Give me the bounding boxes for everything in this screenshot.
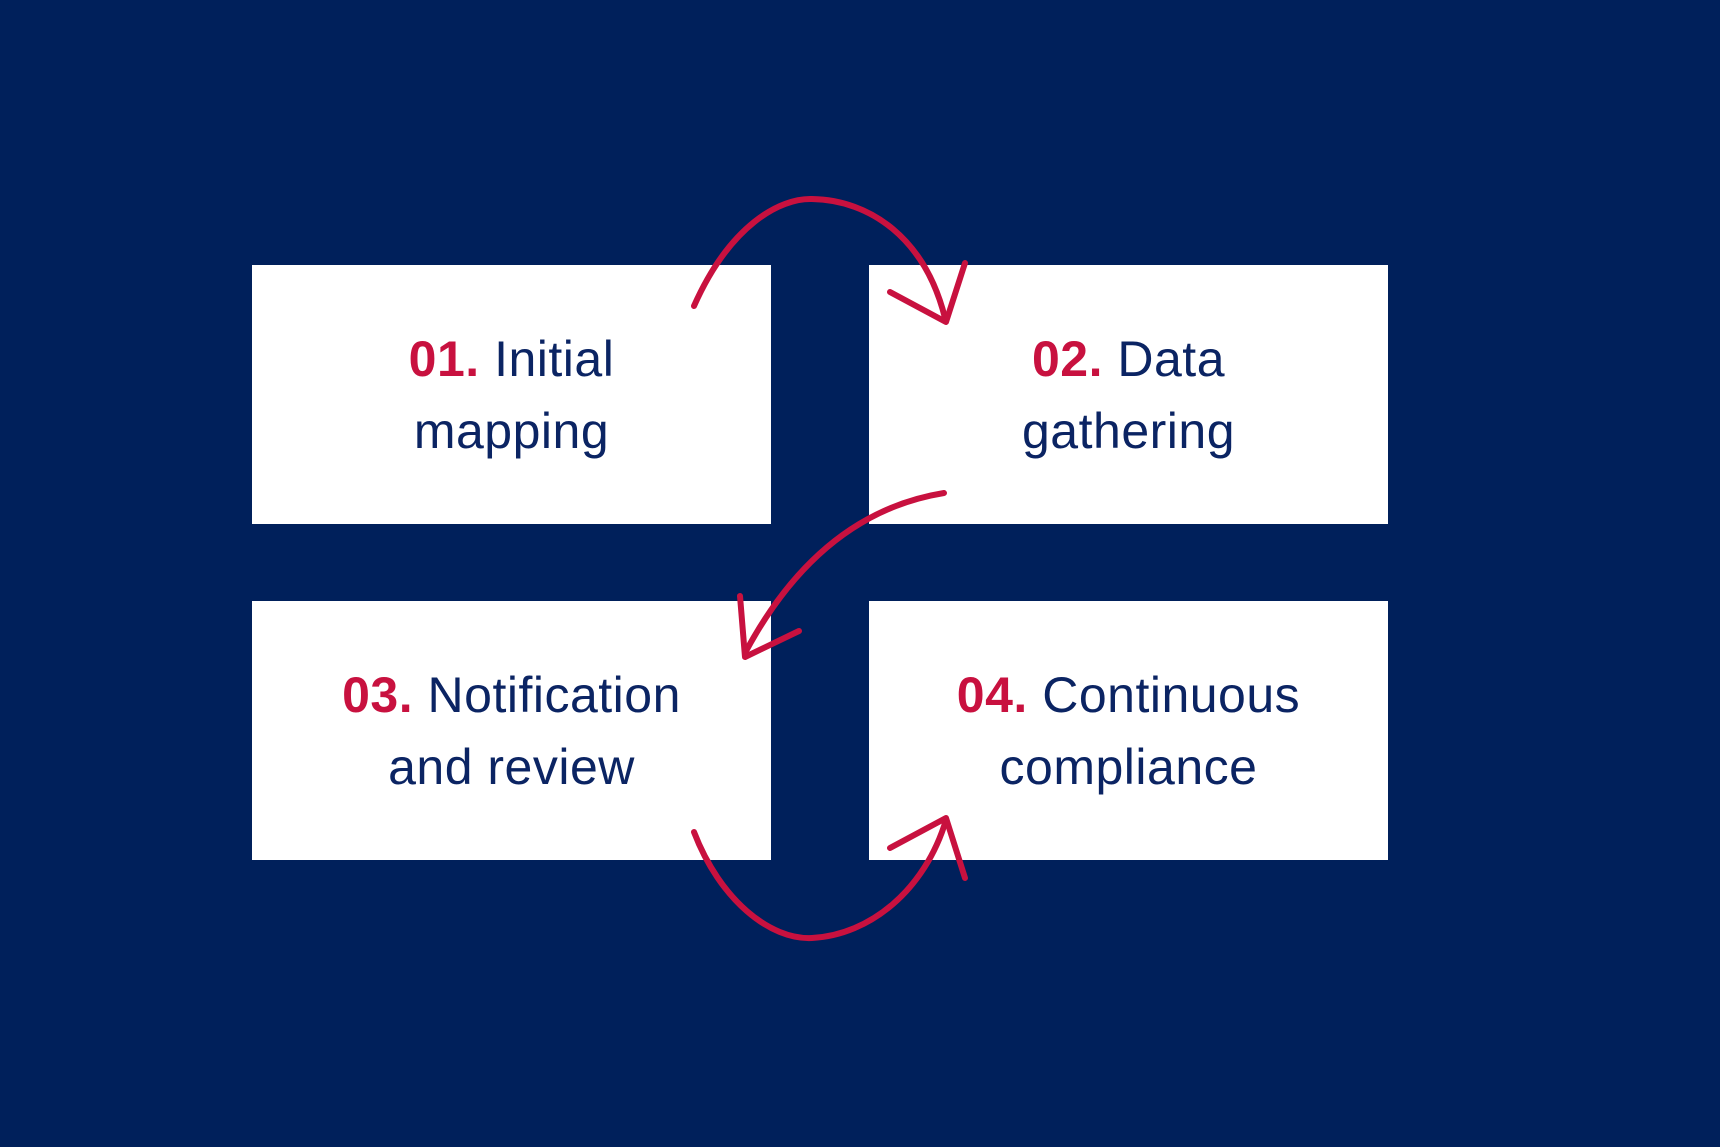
step-label: 02. Data gathering: [1022, 323, 1235, 467]
step-box-initial-mapping: 01. Initial mapping: [252, 265, 771, 524]
step-box-notification-review: 03. Notification and review: [252, 601, 771, 860]
step-box-data-gathering: 02. Data gathering: [869, 265, 1388, 524]
step-label: 03. Notification and review: [342, 659, 681, 803]
step-title-line1: Data: [1117, 330, 1226, 387]
step-title-line1: Initial: [494, 330, 615, 387]
step-number: 03.: [342, 666, 414, 723]
step-number: 04.: [956, 666, 1028, 723]
step-label: 04. Continuous compliance: [957, 659, 1300, 803]
step-title-line2: mapping: [413, 402, 610, 459]
step-title-line2: gathering: [1022, 402, 1235, 459]
step-title-line1: Notification: [427, 666, 681, 723]
step-box-continuous-compliance: 04. Continuous compliance: [869, 601, 1388, 860]
step-title-line2: compliance: [999, 738, 1258, 795]
step-title-line1: Continuous: [1042, 666, 1301, 723]
step-number: 02.: [1031, 330, 1103, 387]
step-label: 01. Initial mapping: [409, 323, 615, 467]
step-title-line2: and review: [388, 738, 635, 795]
step-number: 01.: [408, 330, 480, 387]
